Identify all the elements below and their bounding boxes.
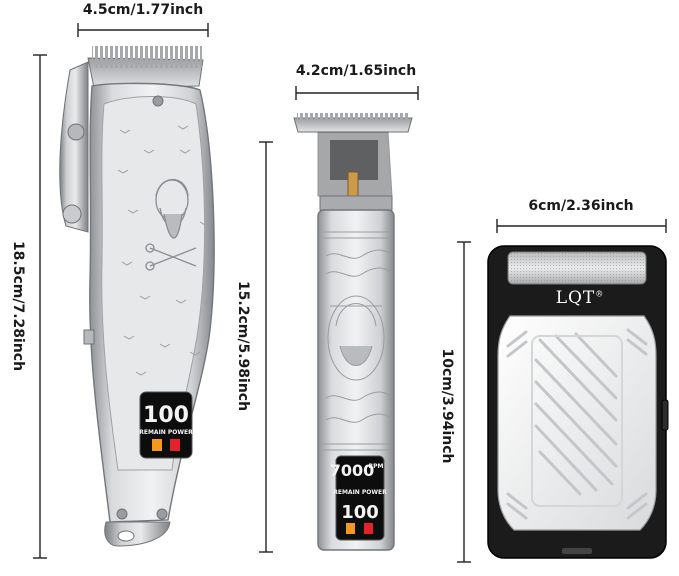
trimmer-height-dimension-line: [259, 141, 273, 553]
trimmer-lcd-caption: REMAIN POWER: [333, 489, 387, 496]
trimmer-height-label: 15.2cm/5.98inch: [235, 280, 251, 412]
shaver-height-label: 10cm/3.94inch: [439, 348, 455, 464]
trimmer-red-indicator: [364, 523, 373, 534]
shaver-width-label: 6cm/2.36inch: [528, 198, 634, 214]
trimmer-lcd-rpm-unit: RPM: [369, 463, 384, 470]
trimmer-width-label: 4.2cm/1.65inch: [295, 63, 417, 79]
clipper-height-dimension-line: [33, 54, 47, 559]
shaver-height-dimension-line: [457, 241, 471, 563]
clipper-lcd-caption: REMAIN POWER: [139, 429, 193, 436]
hair-clipper: 100 REMAIN POWER: [59, 46, 215, 547]
trimmer-lcd-rpm: 7000: [330, 461, 375, 480]
clipper-width-label: 4.5cm/1.77inch: [82, 2, 204, 18]
foil-shaver: [487, 245, 669, 559]
trimmer-width-dimension-line: [295, 86, 419, 100]
clipper-width-dimension-line: [77, 23, 209, 37]
t-blade-trimmer: 7000 RPM REMAIN POWER 100: [293, 113, 413, 551]
shaver-width-dimension-line: [496, 219, 667, 233]
clipper-orange-indicator: [152, 439, 162, 451]
clipper-red-indicator: [170, 439, 180, 451]
clipper-lcd-value: 100: [143, 403, 189, 428]
clipper-height-label: 18.5cm/7.28inch: [10, 240, 26, 372]
trimmer-lcd: [335, 455, 385, 541]
shaver-brand-logo: LQT®: [548, 288, 612, 308]
trimmer-orange-indicator: [346, 523, 355, 534]
trimmer-lcd-power: 100: [341, 502, 379, 523]
shaver-brand-mark: ®: [595, 289, 605, 299]
shaver-brand-text: LQT: [555, 288, 596, 308]
